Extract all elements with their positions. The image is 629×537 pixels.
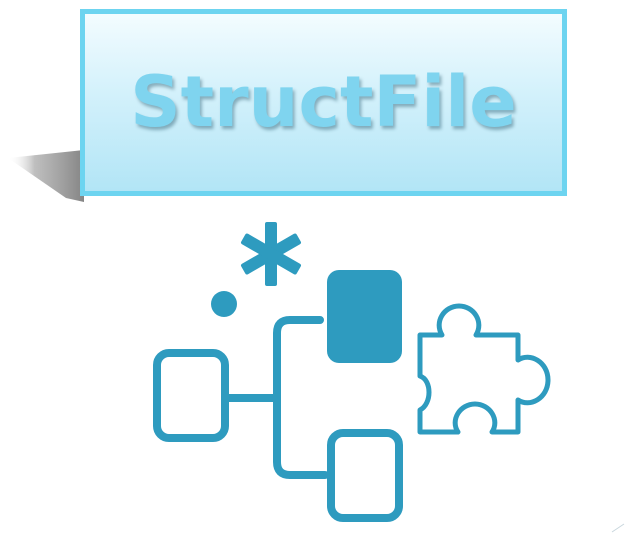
title-banner: StructFile — [80, 9, 567, 196]
app-title: StructFile — [130, 60, 517, 143]
corner-mark — [611, 523, 625, 533]
asterisk-icon — [241, 222, 301, 286]
dot-icon — [211, 291, 237, 317]
tree-structure-icon — [153, 316, 403, 522]
puzzle-piece-icon — [417, 303, 551, 435]
tree-node-filled — [327, 270, 402, 363]
